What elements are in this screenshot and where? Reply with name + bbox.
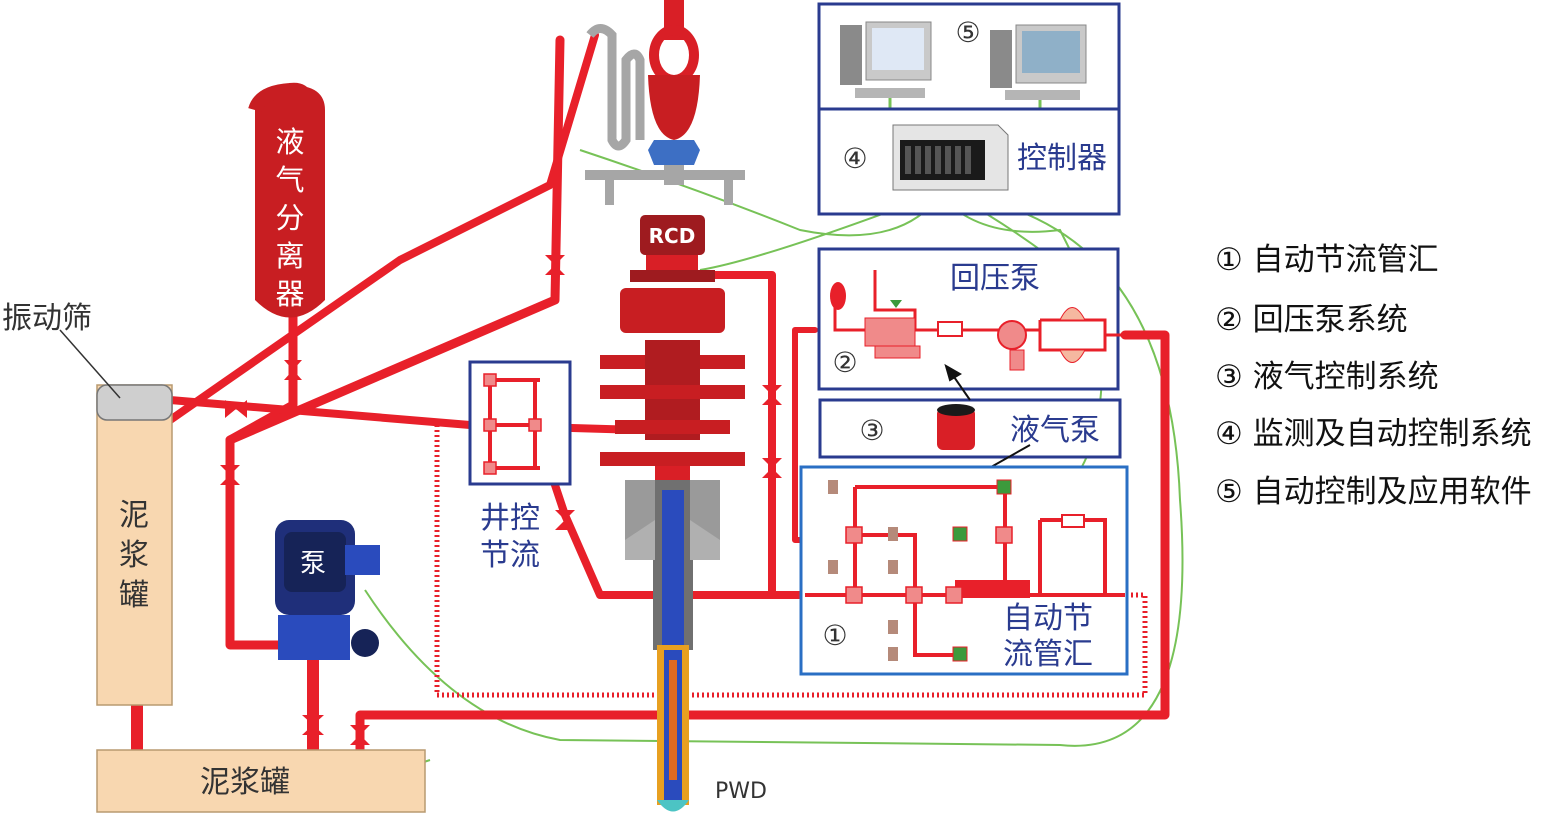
well-control-choke: 井控 节流 [468,360,572,573]
legend-item-4: ④ 监测及自动控制系统 [1215,416,1532,452]
legend-item-5: ⑤ 自动控制及应用软件 [1215,474,1532,510]
shaker [96,384,173,421]
mud-tank-bottom: 泥浆罐 [96,749,426,813]
return-line-dotted [434,425,1148,698]
mud-tank-bottom-label: 泥浆罐 [200,765,290,800]
pwd-label: PWD [715,779,767,804]
backpressure-pump-label: 回压泵 [950,261,1040,296]
legend-item-1: ① 自动节流管汇 [1215,242,1439,278]
well-choke-line1: 井控 [480,501,540,536]
rcd-head [640,215,705,255]
box-backpressure-pump: ② 回压泵 [817,247,1125,391]
legend-item-2: ② 回压泵系统 [1215,302,1408,338]
monitor-2 [1022,31,1080,73]
liquid-gas-pump-label: 液气泵 [1010,413,1100,448]
controller-label: 控制器 [1017,141,1107,176]
box-controller: ④ 控制器 [817,107,1121,216]
shaker-label: 振动筛 [2,301,92,336]
mud-tank-v-char-3: 罐 [119,578,149,613]
legend-item-3: ③ 液气控制系统 [1215,359,1439,395]
separator-char-1: 液 [275,125,304,159]
box-software: ⑤ [817,2,1121,111]
separator-char-4: 离 [275,239,304,273]
auto-choke-line1: 自动节 [1003,601,1093,636]
separator-char-3: 分 [275,201,304,235]
rig-floor [585,170,745,205]
circled-5: ⑤ [955,16,980,49]
auto-choke-line2: 流管汇 [1003,637,1093,672]
circled-4: ④ [842,142,867,175]
controller-unit [900,140,985,180]
gooseneck [586,24,645,151]
monitor-1 [872,28,924,70]
mud-tank-v-char-2: 浆 [119,538,149,573]
mud-tank-vertical: 泥 浆 罐 [96,384,173,706]
box-auto-choke-manifold: ① 自动节 流管汇 [799,465,1129,676]
mud-tank-v-char-1: 泥 [119,498,149,533]
hook [648,0,700,185]
well-choke-line2: 节流 [480,538,540,573]
box-liquid-gas-control: ③ 液气泵 [818,398,1122,459]
valves [220,255,782,745]
circled-3: ③ [859,414,884,447]
computer-tower-1 [840,25,862,85]
separator-char-5: 器 [275,277,304,311]
mud-pump: 泵 [275,520,380,660]
computer-tower-2 [990,30,1012,88]
legend: ① 自动节流管汇 ② 回压泵系统 ③ 液气控制系统 ④ 监测及自动控制系统 ⑤ … [1215,242,1532,510]
circled-1: ① [822,619,847,652]
separator-char-2: 气 [275,163,304,197]
bop-stack: RCD [600,215,745,812]
rcd-label: RCD [649,224,696,248]
pump-label: 泵 [300,549,326,579]
circled-2: ② [832,346,857,379]
liquid-gas-separator: 液 气 分 离 器 [248,82,325,318]
